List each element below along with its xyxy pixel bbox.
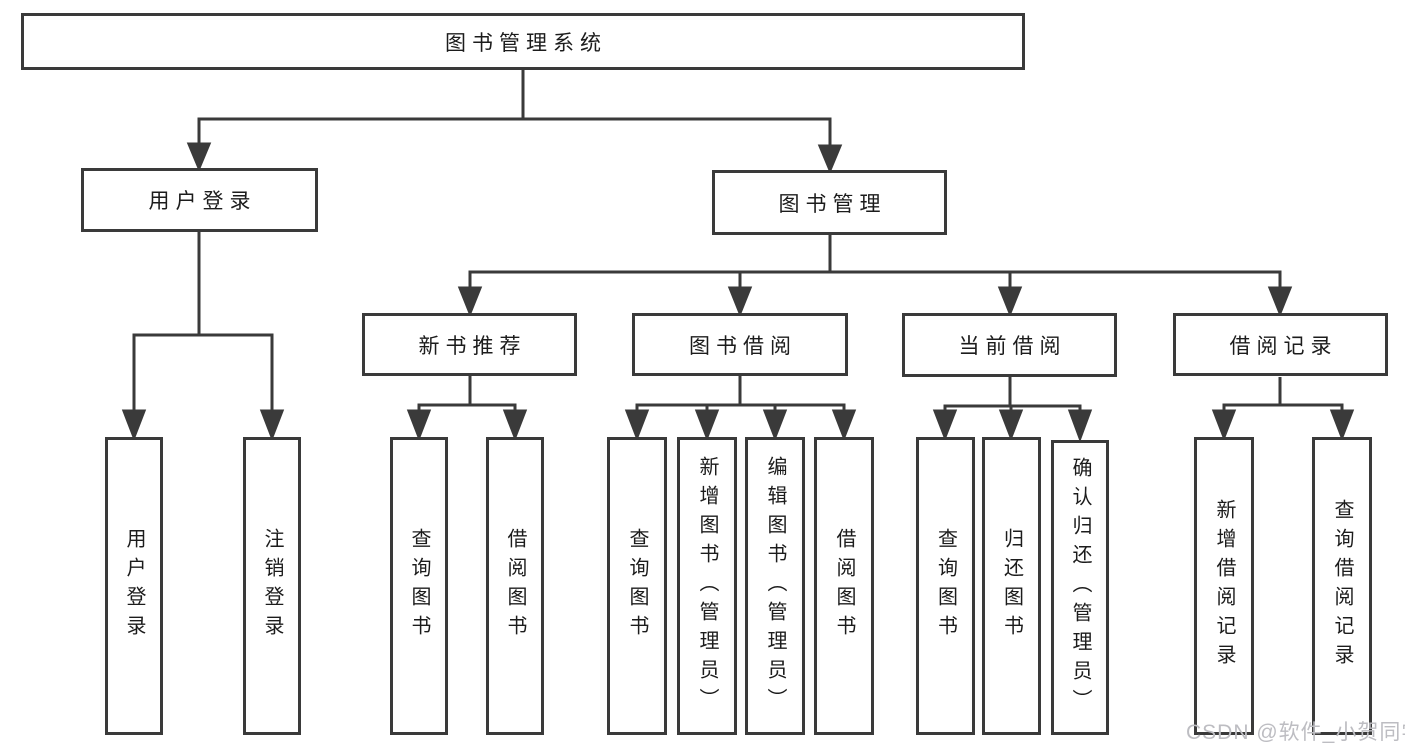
leaf-cb-return-books-label: 归还图书: [1000, 528, 1023, 644]
leaf-bb-borrow-books-label: 借阅图书: [833, 528, 855, 644]
leaf-bb-add-books-admin: 新增图书（管理员）: [677, 437, 737, 735]
leaf-cb-confirm-return-admin-label: 确认归还（管理员）: [1069, 457, 1091, 718]
leaf-br-query-record: 查询借阅记录: [1312, 437, 1372, 735]
leaf-bb-borrow-books: 借阅图书: [814, 437, 874, 735]
leaf-br-add-record: 新增借阅记录: [1194, 437, 1254, 735]
arrowhead-bb-edit: [762, 409, 788, 442]
arrowhead-new-book: [457, 286, 483, 318]
arrowhead-logout: [259, 409, 285, 442]
arrowhead-cb-return: [998, 409, 1024, 442]
node-current-borrow: 当前借阅: [902, 313, 1117, 377]
leaf-cb-return-books: 归还图书: [982, 437, 1041, 735]
leaf-nb-borrow-books-label: 借阅图书: [504, 528, 526, 644]
arrowhead-br-query: [1329, 409, 1355, 442]
arrowhead-book-borrow: [727, 286, 753, 318]
node-book-borrow-label: 图书借阅: [689, 334, 797, 358]
arrowhead-current-borrow: [997, 286, 1023, 318]
node-book-borrow: 图书借阅: [632, 313, 848, 376]
csdn-watermark: CSDN @软件_小贺同学: [1186, 721, 1405, 744]
leaf-cb-query-books-label: 查询图书: [934, 528, 957, 644]
arrowhead-bb-add: [694, 409, 720, 442]
leaf-user-login: 用户登录: [105, 437, 163, 735]
leaf-user-login-label: 用户登录: [123, 528, 145, 644]
leaf-bb-query-books-label: 查询图书: [626, 528, 648, 644]
node-borrow-records-label: 借阅记录: [1229, 334, 1338, 358]
arrowhead-bb-borrow: [831, 409, 857, 442]
leaf-bb-query-books: 查询图书: [607, 437, 667, 735]
leaf-nb-query-books: 查询图书: [390, 437, 448, 735]
node-new-book-recommend-label: 新书推荐: [418, 334, 527, 358]
leaf-cb-query-books: 查询图书: [916, 437, 975, 735]
arrowhead-br-add: [1211, 409, 1237, 442]
leaf-nb-borrow-books: 借阅图书: [486, 437, 544, 735]
node-borrow-records: 借阅记录: [1173, 313, 1388, 376]
arrowhead-cb-confirm: [1067, 409, 1093, 443]
arrowhead-nb-query: [406, 409, 432, 442]
leaf-nb-query-books-label: 查询图书: [408, 528, 430, 644]
node-user-login: 用户登录: [81, 168, 318, 232]
node-book-management-label: 图书管理: [778, 192, 887, 216]
arrowhead-cb-query: [932, 409, 958, 442]
node-root: 图书管理系统: [21, 13, 1025, 70]
arrowhead-user-login: [186, 142, 212, 172]
node-user-login-label: 用户登录: [148, 190, 257, 213]
arrowhead-borrow-records: [1267, 286, 1293, 318]
node-current-borrow-label: 当前借阅: [958, 335, 1067, 358]
arrowhead-bb-query: [624, 409, 650, 442]
leaf-bb-edit-books-admin: 编辑图书（管理员）: [745, 437, 805, 735]
node-root-label: 图书管理系统: [445, 31, 607, 55]
arrowhead-login: [121, 409, 147, 442]
leaf-bb-edit-books-admin-label: 编辑图书（管理员）: [764, 455, 786, 717]
arrowhead-nb-borrow: [502, 409, 528, 442]
node-new-book-recommend: 新书推荐: [362, 313, 577, 376]
leaf-logout-label: 注销登录: [261, 528, 283, 644]
leaf-br-query-record-label: 查询借阅记录: [1331, 499, 1353, 673]
leaf-bb-add-books-admin-label: 新增图书（管理员）: [696, 455, 718, 717]
arrowhead-book-management: [817, 144, 843, 174]
leaf-logout: 注销登录: [243, 437, 301, 735]
node-book-management: 图书管理: [712, 170, 947, 235]
leaf-cb-confirm-return-admin: 确认归还（管理员）: [1051, 440, 1109, 735]
leaf-br-add-record-label: 新增借阅记录: [1213, 499, 1235, 673]
